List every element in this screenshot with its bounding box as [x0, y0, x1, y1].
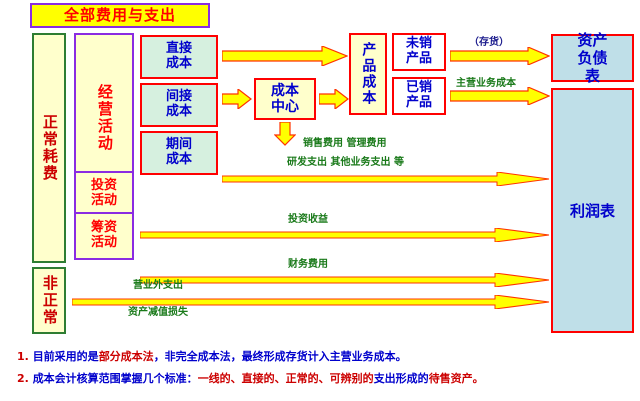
activity-operating-label: 经营活动 — [95, 84, 114, 152]
label-selling-admin-expense: 销售费用 管理费用 — [303, 138, 387, 149]
label-rd-other-expense: 研发支出 其他业务支出 等 — [287, 157, 404, 168]
arrow-center-down — [274, 122, 296, 146]
arrow-investment-income-to-income — [140, 228, 550, 242]
cost-indirect: 间接成本 — [140, 83, 218, 127]
cost-direct: 直接成本 — [140, 35, 218, 79]
cost-center: 成本中心 — [254, 78, 316, 120]
activity-investing: 投资活动 — [74, 171, 134, 216]
footnote-2-seg-2: 支出形成的 — [373, 372, 429, 385]
product-unsold: 未销产品 — [392, 33, 446, 71]
diagram-title-text: 全部费用与支出 — [63, 5, 176, 24]
statement-balance-sheet: 资产负债表 — [551, 31, 634, 85]
category-normal-consumption: 正常耗费 — [32, 33, 66, 263]
label-inventory: （存货） — [469, 37, 509, 48]
cost-center-label: 成本中心 — [270, 82, 299, 115]
product-unsold-label: 未销产品 — [405, 36, 432, 66]
label-investment-income: 投资收益 — [288, 214, 328, 225]
label-non-operating-expense: 营业外支出 — [133, 280, 183, 291]
cost-period: 期间成本 — [140, 131, 218, 175]
arrow-period-expenses-to-income — [222, 172, 550, 186]
statement-income: 利润表 — [551, 88, 634, 333]
label-main-business-cost: 主营业务成本 — [456, 78, 516, 89]
arrow-direct-to-product — [222, 46, 348, 66]
category-abnormal-label: 非正常 — [40, 275, 59, 326]
arrow-non-operating-to-income — [72, 295, 550, 309]
arrow-cogs-to-income — [450, 87, 550, 105]
footnote-1-number: 1. — [17, 350, 29, 363]
activity-investing-label: 投资活动 — [91, 177, 118, 208]
footnote-2-number: 2. — [17, 372, 29, 385]
activity-financing-label: 筹资活动 — [91, 220, 118, 250]
footnote-2: 2. 成本会计核算范围掌握几个标准：一线的、直接的、正常的、可辨别的支出形成的待… — [17, 370, 484, 386]
footnote-2-seg-1: 一线的、直接的、正常的、可辨别的 — [197, 372, 374, 385]
footnote-2-seg-3: 待售资产。 — [428, 372, 484, 385]
footnote-1: 1. 目前采用的是部分成本法，非完全成本法，最终形成存货计入主营业务成本。 — [17, 348, 407, 364]
arrow-inventory-to-balance-sheet — [450, 47, 550, 65]
cost-indirect-label: 间接成本 — [165, 89, 192, 119]
arrow-center-to-product — [319, 89, 349, 109]
label-finance-expense: 财务费用 — [288, 259, 328, 270]
arrow-finance-expense-to-income — [140, 273, 550, 287]
activity-financing: 筹资活动 — [74, 212, 134, 260]
label-asset-impairment-loss: 资产减值损失 — [128, 307, 188, 318]
product-cost: 产品成本 — [349, 33, 387, 115]
cost-direct-label: 直接成本 — [165, 41, 192, 71]
category-normal-label: 正常耗费 — [40, 114, 59, 182]
diagram-title: 全部费用与支出 — [30, 3, 210, 28]
footnote-2-seg-0: 成本会计核算范围掌握几个标准： — [32, 372, 198, 385]
product-sold-label: 已销产品 — [405, 80, 432, 110]
footnote-1-seg-0: 目前采用的是 — [32, 350, 99, 363]
footnote-1-seg-1: 部分成本法 — [98, 350, 154, 363]
statement-income-label: 利润表 — [569, 201, 615, 220]
product-sold: 已销产品 — [392, 77, 446, 115]
statement-balance-sheet-label: 资产负债表 — [577, 31, 608, 85]
arrow-indirect-to-center — [222, 89, 252, 109]
product-cost-label: 产品成本 — [360, 42, 377, 106]
cost-period-label: 期间成本 — [165, 137, 192, 167]
category-abnormal: 非正常 — [32, 267, 66, 334]
footnote-1-seg-2: ，非完全成本法，最终形成存货计入主营业务成本。 — [153, 350, 407, 363]
